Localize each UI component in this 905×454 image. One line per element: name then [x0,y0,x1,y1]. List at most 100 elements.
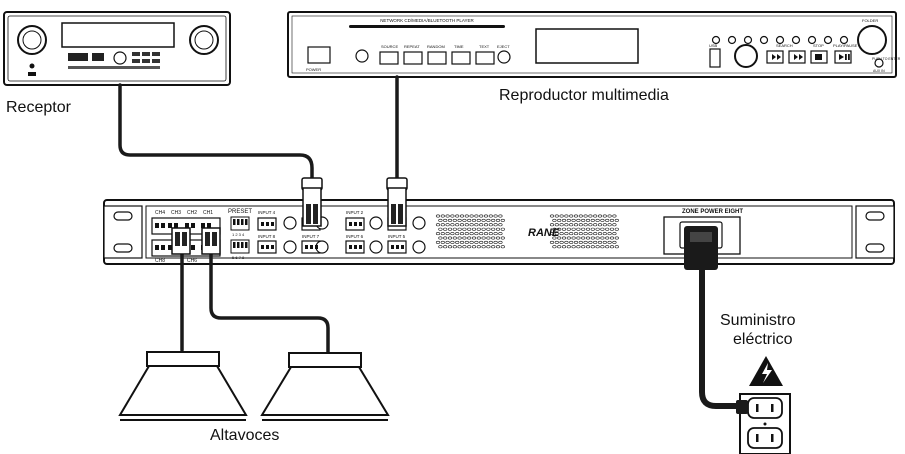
vent-hole [605,236,610,240]
vent-hole [498,232,503,236]
vent-hole [588,214,593,218]
vent-hole [559,223,564,227]
vent-hole [495,218,501,222]
vent-hole [612,232,617,236]
vent-hole [566,245,571,249]
player-random-label: RANDOM [427,44,445,49]
vent-hole [605,218,610,222]
vent-hole [488,240,493,244]
vent-hole [573,240,579,244]
vent-hole [481,236,486,240]
vent-hole [452,236,457,240]
speakers-label: Altavoces [210,427,280,444]
media-player-label: Reproductor multimedia [499,87,669,104]
vent-hole [474,214,479,218]
power-plug-wall [736,400,748,414]
vent-hole [552,218,557,222]
input-label-5: INPUT 5 [388,234,406,239]
vent-hole [571,218,576,222]
player-time-label: TIME [454,44,464,49]
receiver-label: Receptor [6,99,71,116]
vent-hole [491,236,496,240]
player-folder-label: FOLDER [862,18,878,23]
vent-hole [457,245,462,249]
vent-hole [471,218,477,222]
input-label-8: INPUT 8 [258,234,276,239]
vent-hole [552,245,557,249]
vent-hole [559,232,564,236]
vent-hole [564,232,569,236]
vent-hole [571,245,576,249]
vent-hole [459,240,465,244]
vent-hole [440,223,445,227]
vent-hole [467,236,472,240]
vent-hole [600,236,605,240]
vent-hole [498,214,503,218]
player-title: NETWORK CD/MEDIA/BLUETOOTH PLAYER [380,18,474,23]
vent-hole [469,232,474,236]
vent-hole [595,245,600,249]
vent-hole [476,245,481,249]
vent-hole [500,236,505,240]
vent-hole [450,214,455,218]
vent-hole [552,236,557,240]
vent-hole [573,223,579,227]
player-push-label: PUSH TO ENTER [872,57,901,61]
vent-hole [474,240,479,244]
cables [118,75,745,409]
vent-hole [597,240,603,244]
power-plug-amp [684,226,718,270]
vent-hole [462,218,467,222]
vent-hole [557,236,562,240]
vent-hole [479,232,484,236]
player-source-label: SOURCE [381,44,398,49]
vent-hole [609,236,615,240]
vent-hole [607,240,612,244]
vent-hole [435,240,441,244]
vent-hole [559,240,564,244]
vent-hole [476,236,481,240]
vent-hole [569,214,574,218]
vent-hole [590,218,595,222]
vent-hole [469,240,474,244]
channel-label-bottom-1: CH8 [155,258,165,264]
vent-hole [614,218,619,222]
vent-hole [493,240,498,244]
vent-hole [590,227,595,231]
vent-hole [476,218,481,222]
vent-hole [549,232,555,236]
player-aux-label: AUX IN [873,69,885,73]
vent-hole [455,214,460,218]
vent-hole [483,232,489,236]
vent-hole [557,227,562,231]
vent-hole [457,236,462,240]
vent-hole [559,214,564,218]
vent-hole [438,236,443,240]
vent-hole [500,218,505,222]
vent-hole [491,227,496,231]
vent-hole [554,232,559,236]
vent-hole [493,232,498,236]
vent-hole [486,236,491,240]
warning-icon [749,356,783,386]
vent-hole [471,227,477,231]
vent-hole [488,214,493,218]
vent-hole [452,227,457,231]
vent-hole [602,214,607,218]
vent-hole [476,227,481,231]
vent-hole [488,232,493,236]
vent-hole [593,223,598,227]
vent-hole [469,223,474,227]
vent-hole [435,214,441,218]
vent-hole [447,236,453,240]
vent-hole [443,245,448,249]
preset-numbers-top: 1 2 3 4 [232,232,245,237]
vent-hole [585,236,591,240]
vent-hole [583,223,588,227]
vent-hole [569,240,574,244]
vent-hole [600,227,605,231]
wall-outlet [739,393,791,454]
vent-hole [595,218,600,222]
vent-hole [438,227,443,231]
